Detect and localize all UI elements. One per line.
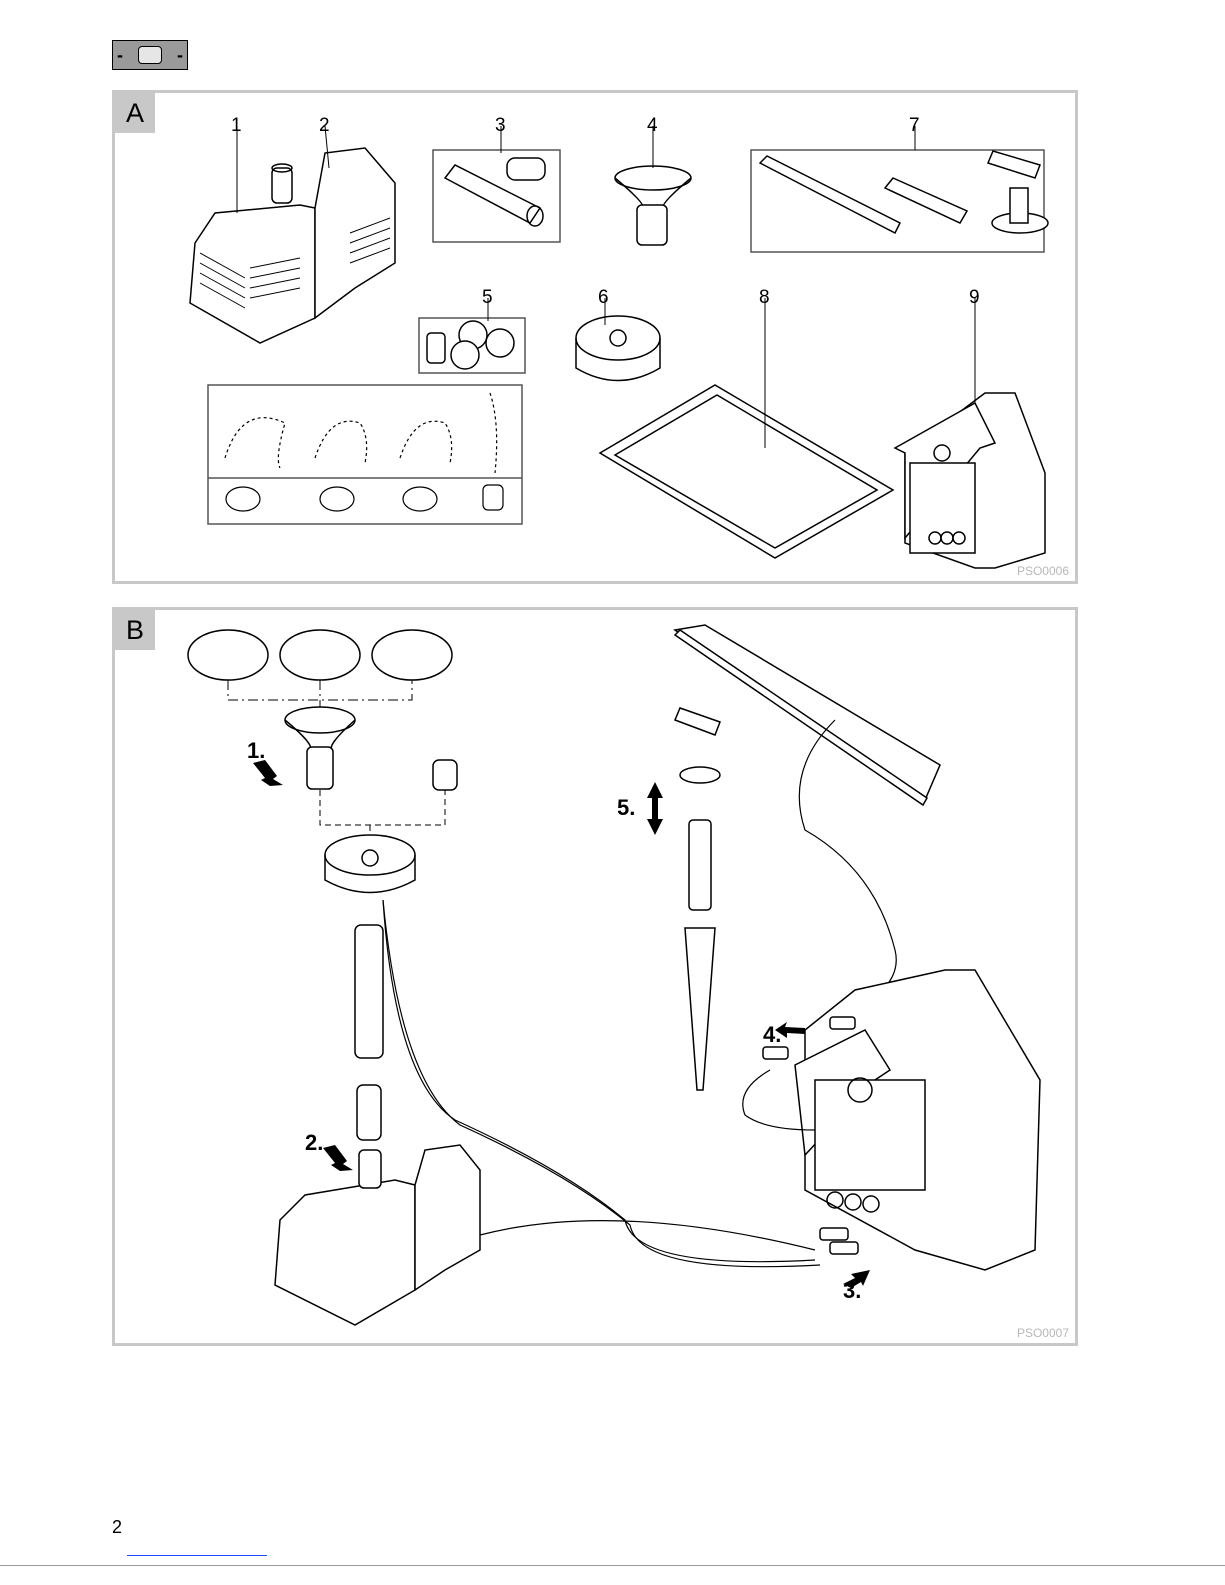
- spray-patterns-box: [208, 385, 522, 524]
- arrow-icon: [323, 1145, 353, 1171]
- tube-illustration: [355, 925, 383, 1058]
- step-label: 5.: [617, 795, 635, 820]
- funnel-illustration: [615, 126, 691, 245]
- battery-box-illustration: [895, 298, 1045, 568]
- switch-icon: [138, 46, 162, 64]
- step-label: 2.: [305, 1130, 323, 1155]
- connector-plug: [830, 1242, 858, 1254]
- spray-patterns: [225, 393, 497, 473]
- part-label: 2: [319, 115, 330, 136]
- figure-panel-a: A: [112, 90, 1078, 584]
- pump-illustration: [275, 1145, 480, 1325]
- nozzle-plates: [226, 485, 503, 511]
- connector-plug: [820, 1228, 848, 1240]
- assembly-figure: 1. 2. 3. 4. 5.: [115, 610, 1075, 1343]
- footer-link[interactable]: [127, 1555, 267, 1556]
- connector-plug: [763, 1047, 788, 1059]
- step-label: 1.: [247, 738, 265, 763]
- nozzle-plates: [188, 630, 452, 680]
- float-ring-illustration: [576, 298, 660, 381]
- nozzles-illustration: [427, 298, 514, 369]
- arrow-icon: [253, 760, 283, 786]
- parts-overview-figure: 1 2 3 4 5 6 7 8 9: [115, 93, 1075, 581]
- figure-code: PSO0006: [1017, 564, 1069, 578]
- part-label: 5: [482, 287, 493, 308]
- arrow-icon: [647, 782, 663, 810]
- connector-plug: [830, 1017, 855, 1029]
- pump-illustration: [190, 126, 395, 343]
- minus-mark: -: [117, 46, 123, 64]
- float-ring-illustration: [325, 835, 415, 893]
- figure-panel-b: B: [112, 607, 1078, 1346]
- adapter-illustration: [357, 1085, 381, 1140]
- footer-divider: [0, 1565, 1225, 1566]
- part-label: 9: [969, 287, 980, 308]
- stake-illustration: [760, 126, 1048, 233]
- part-label: 1: [231, 115, 242, 136]
- battery-box-illustration: [795, 970, 1040, 1270]
- tubes-illustration: [445, 126, 545, 226]
- part-label: 7: [909, 115, 920, 136]
- stake-illustration: [675, 708, 720, 1090]
- arrow-icon: [647, 807, 663, 835]
- part-label: 6: [598, 287, 609, 308]
- funnel-illustration: [285, 707, 355, 789]
- mode-badge: - -: [112, 40, 188, 70]
- figure-code: PSO0007: [1017, 1326, 1069, 1340]
- step-label: 4.: [763, 1022, 781, 1047]
- nozzle-illustration: [433, 760, 457, 790]
- part-label: 8: [759, 287, 770, 308]
- part-label: 4: [647, 115, 658, 136]
- minus-mark: -: [177, 46, 183, 64]
- part-label: 3: [495, 115, 506, 136]
- page-number: 2: [112, 1517, 122, 1538]
- step-label: 3.: [843, 1278, 861, 1303]
